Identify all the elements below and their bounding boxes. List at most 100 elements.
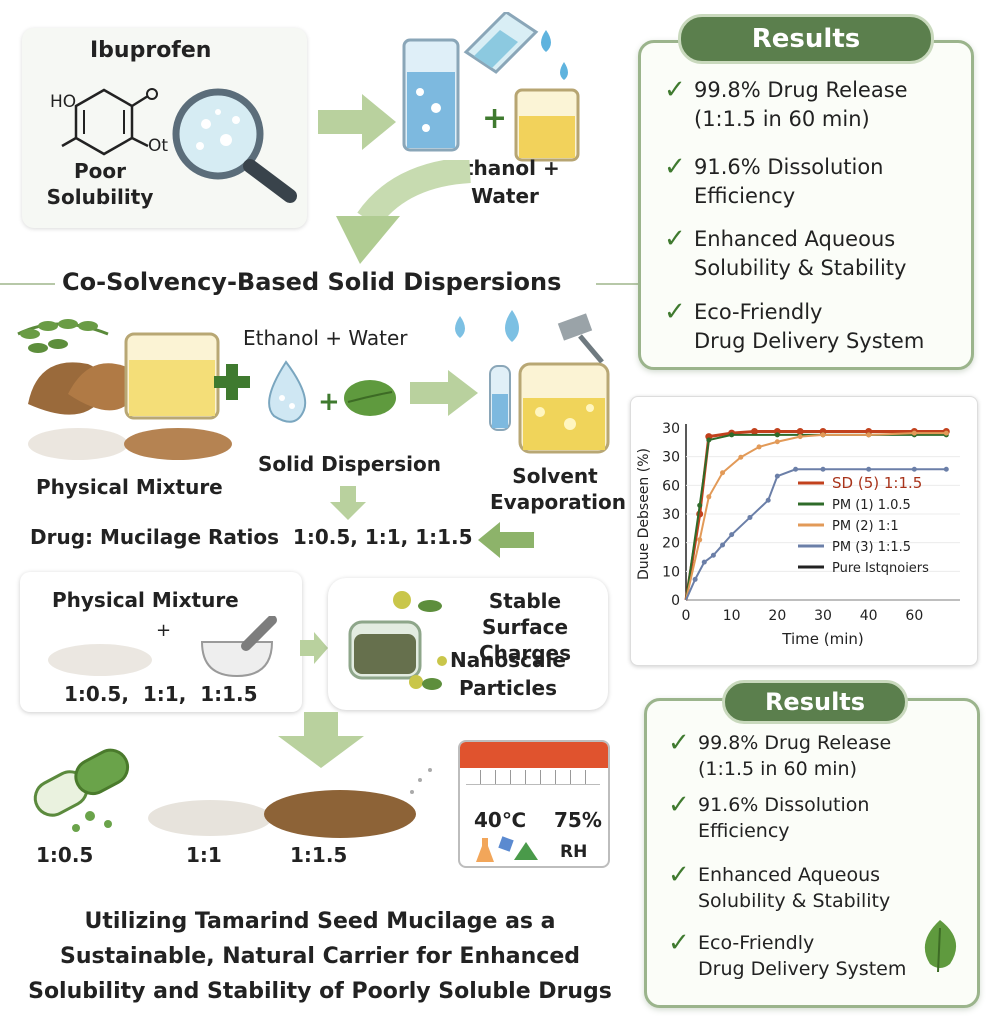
y-tick-label: 30 (662, 507, 680, 523)
arrow-right-icon-3 (300, 632, 328, 664)
evaporation-illustration (455, 310, 610, 454)
arrow-down-icon-2 (278, 712, 364, 768)
pm-plus: + (156, 620, 172, 641)
arrow-right-icon (318, 94, 396, 150)
series-point-3 (797, 434, 803, 440)
series-point-4 (720, 542, 726, 548)
nanoparticle-bowl (348, 591, 442, 690)
series-point-4 (747, 514, 753, 520)
series-point-3 (774, 439, 780, 445)
legend-label-2: PM (1) 1.0.5 (832, 498, 911, 513)
result-item: ✓99.8% Drug Release(1:1.5 in 60 min) (664, 75, 908, 132)
leaf-icon (924, 920, 957, 973)
check-icon: ✓ (668, 860, 690, 890)
arrow-right-icon-2 (410, 370, 478, 416)
tamarind-illustration (17, 319, 232, 460)
series-point-4 (820, 466, 826, 472)
pm-panel-title: Physical Mixture (52, 588, 239, 612)
drug-name: Ibuprofen (90, 38, 212, 63)
y-tick-label: 20 (662, 536, 680, 552)
bullet-dot (437, 656, 447, 666)
series-point-4 (774, 473, 780, 479)
check-icon: ✓ (664, 152, 686, 182)
check-icon: ✓ (668, 928, 690, 958)
check-icon: ✓ (668, 790, 690, 820)
series-point-2 (729, 432, 735, 438)
temperature-label: 40℃ (474, 808, 527, 832)
check-icon: ✓ (664, 297, 686, 327)
x-tick-label: 0 (682, 608, 691, 624)
x-tick-label: 10 (723, 608, 741, 624)
series-point-4 (793, 466, 799, 472)
y-tick-label: 30 (662, 421, 680, 437)
series-point-4 (692, 576, 698, 582)
capsule-powders-illustration (33, 748, 432, 838)
ratio-label-3: 1:1.5 (290, 843, 348, 867)
pm-ratios: 1:0.5, 1:1, 1:1.5 (64, 682, 258, 706)
solid-dispersion-label: Solid Dispersion (258, 452, 441, 476)
series-point-4 (943, 466, 949, 472)
check-icon: ✓ (664, 224, 686, 254)
series-point-3 (820, 432, 826, 438)
series-point-1 (796, 427, 804, 435)
ethanol-water-label: Ethanol + Water (243, 326, 408, 350)
series-point-3 (866, 432, 872, 438)
series-point-2 (774, 432, 780, 438)
series-point-3 (756, 444, 762, 450)
curved-arrow-icon (336, 160, 471, 264)
ratios-label: Drug: Mucilage Ratios 1:0.5, 1:1, 1:1.5 (30, 525, 473, 549)
solvent-beakers: + (402, 12, 580, 162)
magnifier-icon (172, 88, 297, 203)
drop-leaf-illustration: + (268, 360, 396, 423)
results-title-top: Results (678, 14, 934, 64)
series-point-1 (751, 427, 758, 435)
results-panel-top (638, 40, 974, 370)
title-rule-left (0, 283, 55, 285)
series-line-3 (685, 432, 947, 601)
series-point-4 (729, 532, 735, 538)
chart-panel (630, 396, 978, 666)
ratio-label-1: 1:0.5 (36, 843, 94, 867)
series-point-2 (697, 502, 703, 508)
ibuprofen-structure (61, 88, 158, 156)
powder-mortar-illustration (48, 616, 277, 678)
check-icon: ✓ (664, 75, 686, 105)
ho-label: HO (50, 92, 77, 112)
results-title-bottom: Results (722, 680, 908, 724)
series-point-4 (765, 497, 771, 503)
series-point-3 (720, 470, 726, 476)
x-axis-label: Time (min) (781, 630, 863, 648)
x-tick-label: 20 (768, 608, 786, 624)
svg-text:+: + (318, 387, 340, 417)
rh-label: RH (560, 842, 588, 862)
arrow-down-icon (330, 486, 366, 520)
x-tick-label: 30 (814, 608, 832, 624)
y-tick-label: 60 (662, 478, 680, 494)
legend-label-5: Pure Istqnoiers (832, 561, 929, 576)
result-item: ✓99.8% Drug Release(1:1.5 in 60 min) (668, 728, 892, 780)
check-icon: ✓ (668, 728, 690, 758)
results-panel-bottom (644, 698, 980, 1008)
series-point-2 (706, 437, 712, 443)
y-tick-label: 10 (662, 564, 680, 580)
physical-mixture-label: Physical Mixture (36, 475, 223, 499)
x-tick-label: 40 (860, 608, 878, 624)
series-point-4 (911, 466, 917, 472)
o-label: Ot (148, 136, 169, 156)
legend-label-3: PM (2) 1:1 (832, 519, 899, 534)
plus-icon (214, 364, 250, 400)
series-point-3 (697, 537, 703, 543)
section-title: Co-Solvency-Based Solid Dispersions (62, 268, 562, 296)
title-rule-right (596, 283, 641, 285)
ratio-label-2: 1:1 (186, 843, 222, 867)
y-tick-label: 30 (662, 450, 680, 466)
